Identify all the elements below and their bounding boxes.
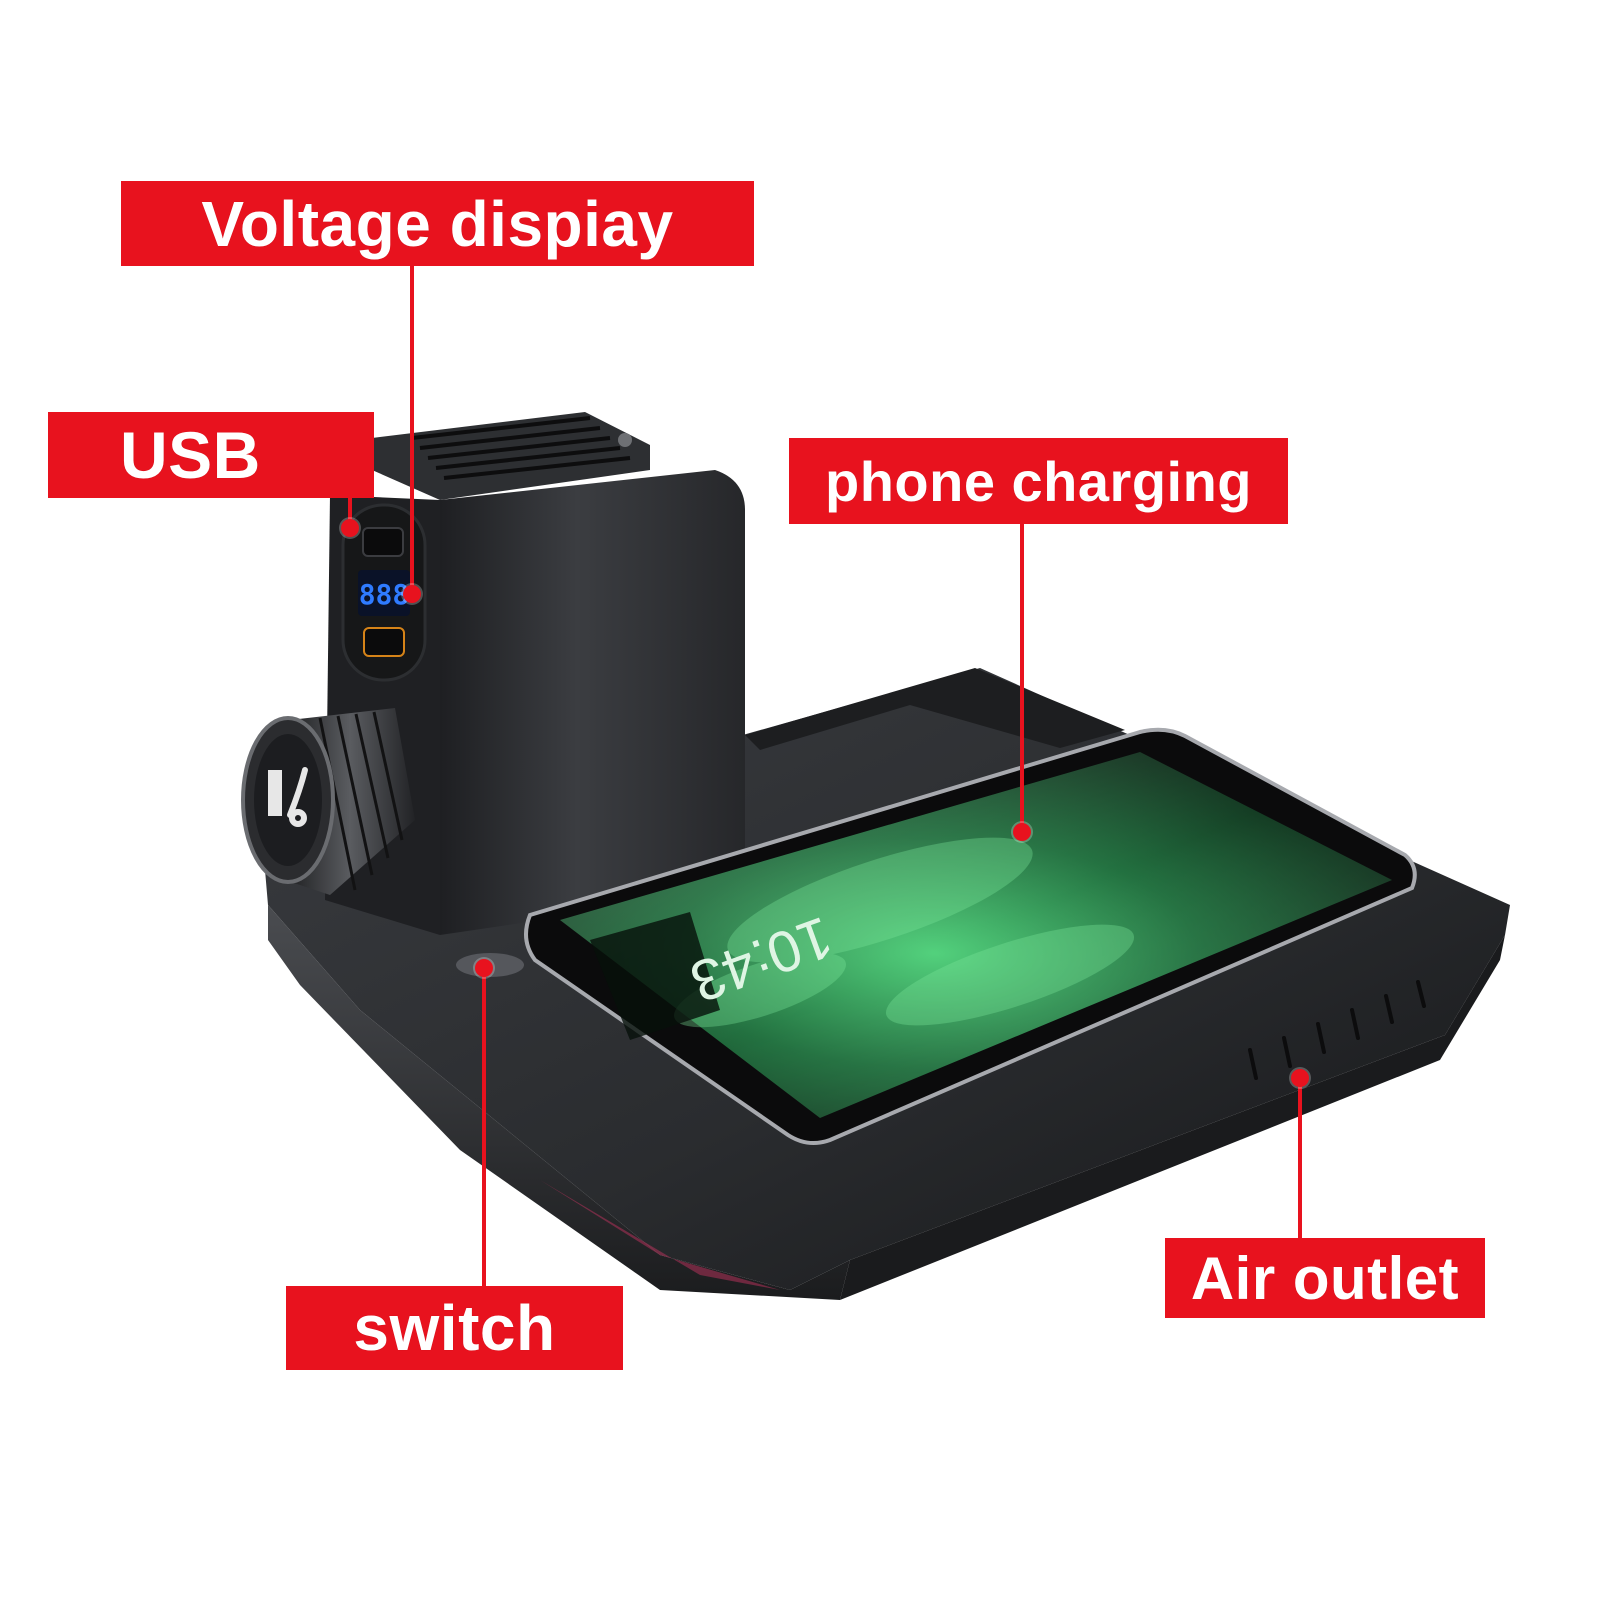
- usb-port-bottom[interactable]: [363, 627, 405, 657]
- phone-charging-marker: [1013, 823, 1031, 841]
- usb-port-top[interactable]: [362, 527, 404, 557]
- lighter-knob[interactable]: [241, 708, 415, 895]
- usb-marker: [341, 519, 359, 537]
- smartphone: 10:43: [524, 727, 1417, 1146]
- voltage-display-leader: [410, 266, 414, 594]
- usb-label: USB: [48, 412, 374, 498]
- air-outlet-marker: [1291, 1069, 1309, 1087]
- air-vents: [1248, 980, 1426, 1080]
- usb-leader: [348, 498, 352, 528]
- voltage-display: [358, 570, 410, 616]
- phone-charging-label: phone charging: [789, 438, 1288, 524]
- voltage-display-label: Voltage dispiay: [121, 181, 754, 266]
- switch-label: switch: [286, 1286, 623, 1370]
- power-socket-box: 888: [241, 412, 745, 935]
- lighter-symbol-icon: [268, 767, 308, 827]
- air-outlet-leader: [1298, 1078, 1302, 1238]
- voltage-digits: 888: [359, 578, 410, 611]
- switch-marker: [475, 959, 493, 977]
- voltage-display-marker: [403, 585, 421, 603]
- switch-leader: [482, 968, 486, 1286]
- air-outlet-label: Air outlet: [1165, 1238, 1485, 1318]
- phone-charging-leader: [1020, 524, 1024, 832]
